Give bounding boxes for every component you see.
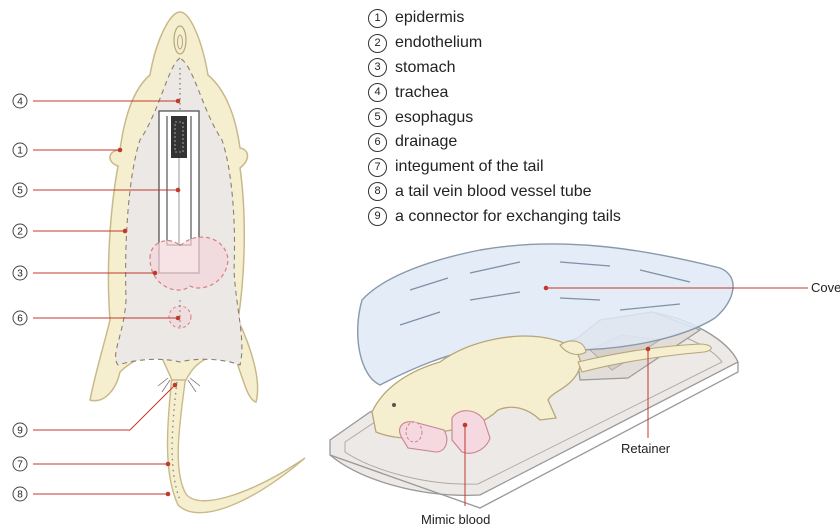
marker-2: 2	[17, 227, 23, 238]
stomach	[150, 237, 228, 290]
rat-top-view	[90, 12, 305, 513]
marker-5: 5	[17, 186, 23, 197]
legend-text: a tail vein blood vessel tube	[395, 183, 592, 201]
legend-item: 6 drainage	[368, 130, 621, 155]
legend-list: 1 epidermis 2 endothelium 3 stomach 4 trache…	[368, 6, 621, 229]
marker-1: 1	[17, 146, 23, 157]
legend-text: trachea	[395, 84, 448, 102]
legend-number: 7	[368, 158, 387, 177]
marker-4: 4	[17, 97, 23, 108]
marker-3: 3	[17, 269, 23, 280]
retainer-label: Retainer	[621, 441, 671, 456]
legend-number: 6	[368, 133, 387, 152]
legend-number: 3	[368, 58, 387, 77]
mimic-blood-label: Mimic blood	[421, 512, 490, 527]
rat-3d-view	[330, 244, 738, 508]
marker-6: 6	[17, 314, 23, 325]
legend-item: 2 endothelium	[368, 31, 621, 56]
legend-text: epidermis	[395, 9, 464, 27]
cover-label: Cover	[811, 280, 840, 295]
legend-text: drainage	[395, 133, 457, 151]
legend-number: 1	[368, 9, 387, 28]
legend-item: 1 epidermis	[368, 6, 621, 31]
legend-item: 7 integument of the tail	[368, 155, 621, 180]
legend-text: esophagus	[395, 109, 473, 127]
legend-text: integument of the tail	[395, 158, 544, 176]
marker-8: 8	[17, 490, 23, 501]
legend-item: 4 trachea	[368, 80, 621, 105]
legend-item: 9 a connector for exchanging tails	[368, 204, 621, 229]
legend-text: stomach	[395, 59, 455, 77]
legend-text: endothelium	[395, 34, 482, 52]
tail	[168, 375, 306, 513]
legend-item: 8 a tail vein blood vessel tube	[368, 180, 621, 205]
legend-number: 8	[368, 182, 387, 201]
legend-number: 5	[368, 108, 387, 127]
legend-number: 2	[368, 34, 387, 53]
legend-item: 3 stomach	[368, 56, 621, 81]
marker-9: 9	[17, 426, 23, 437]
legend-item: 5 esophagus	[368, 105, 621, 130]
legend-number: 9	[368, 207, 387, 226]
legend-text: a connector for exchanging tails	[395, 208, 621, 226]
legend-number: 4	[368, 83, 387, 102]
marker-7: 7	[17, 460, 23, 471]
